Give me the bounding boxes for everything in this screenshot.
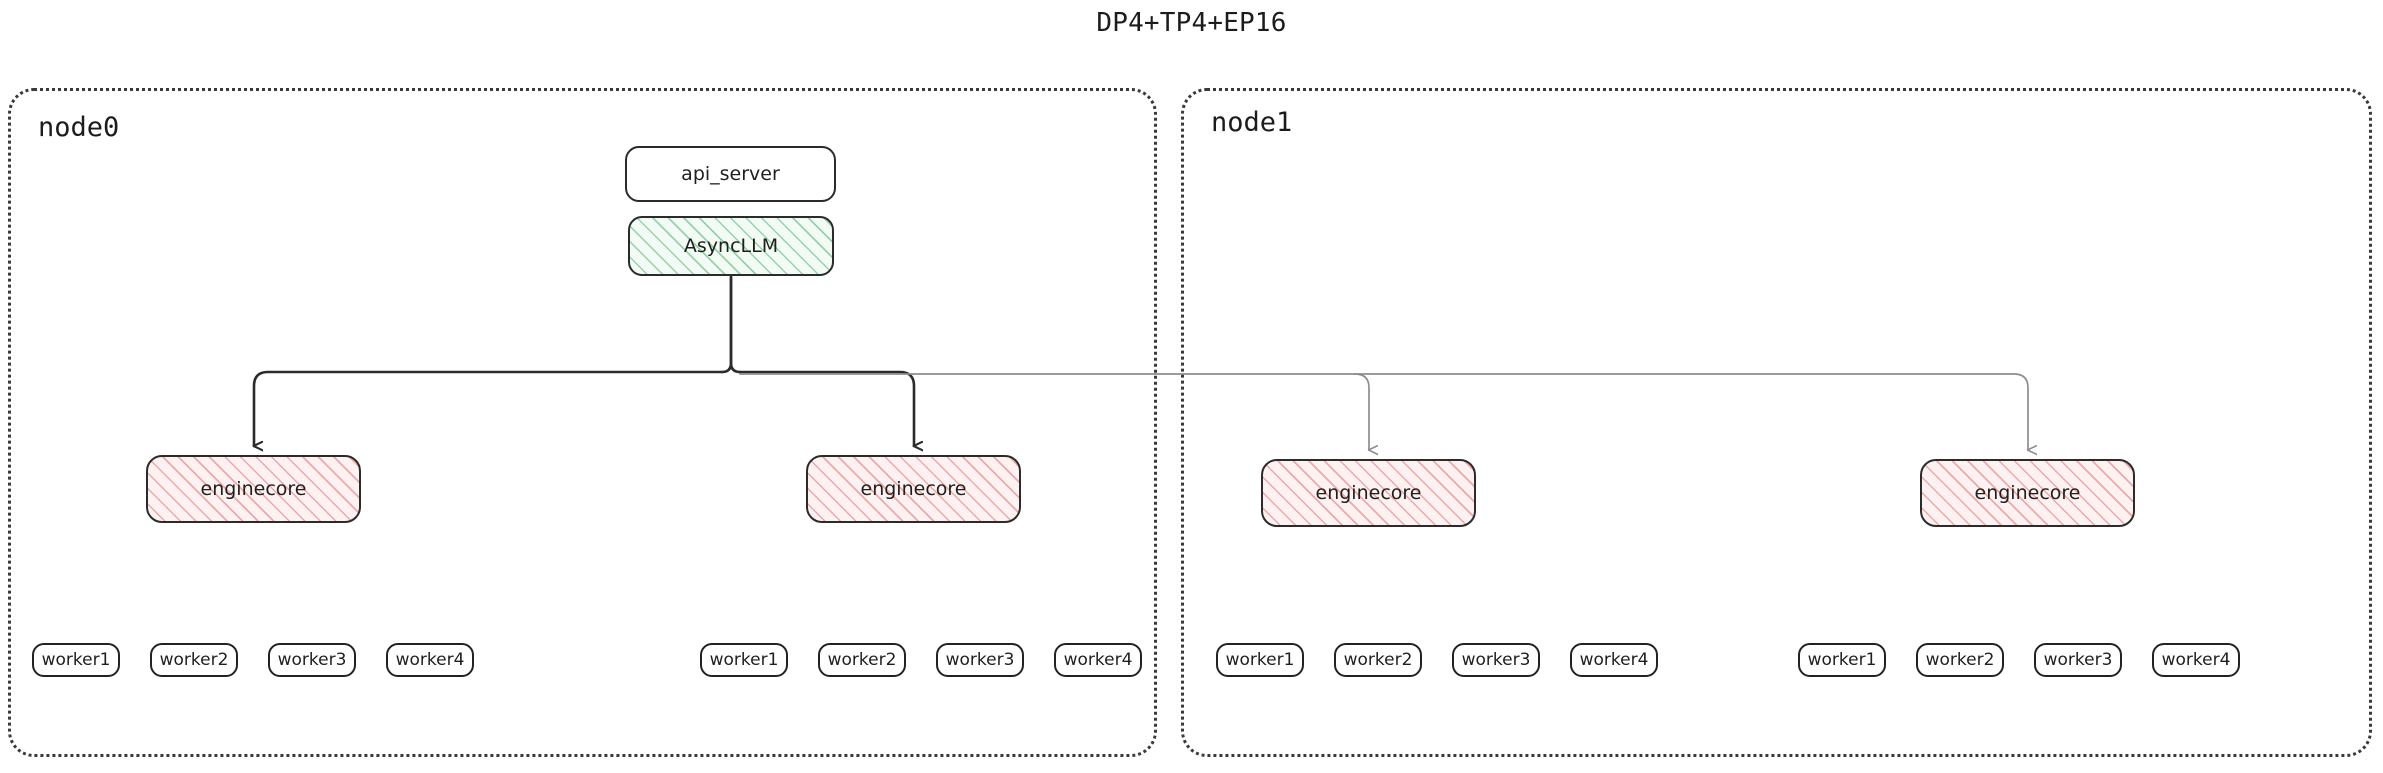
worker-label: worker3 — [2043, 650, 2113, 670]
worker-label: worker2 — [159, 650, 229, 670]
worker-box[interactable]: worker1 — [1798, 643, 1886, 677]
api-server-box[interactable]: api_server — [625, 146, 836, 202]
worker-label: worker1 — [1807, 650, 1877, 670]
enginecore-label: enginecore — [860, 478, 967, 500]
async-llm-box[interactable]: AsyncLLM — [628, 216, 834, 276]
worker-box[interactable]: worker3 — [1452, 643, 1540, 677]
async-llm-label: AsyncLLM — [683, 235, 779, 257]
worker-box[interactable]: worker1 — [700, 643, 788, 677]
worker-box[interactable]: worker4 — [2152, 643, 2240, 677]
node-label-node1: node1 — [1211, 107, 1293, 138]
worker-box[interactable]: worker3 — [2034, 643, 2122, 677]
page-title: DP4+TP4+EP16 — [1096, 8, 1287, 38]
worker-label: worker2 — [1343, 650, 1413, 670]
worker-box[interactable]: worker2 — [1334, 643, 1422, 677]
worker-label: worker4 — [395, 650, 465, 670]
worker-box[interactable]: worker4 — [1570, 643, 1658, 677]
worker-box[interactable]: worker2 — [1916, 643, 2004, 677]
enginecore-label: enginecore — [1315, 482, 1422, 504]
worker-box[interactable]: worker2 — [818, 643, 906, 677]
enginecore-box-2[interactable]: enginecore — [1261, 459, 1476, 527]
worker-box[interactable]: worker3 — [268, 643, 356, 677]
worker-box[interactable]: worker3 — [936, 643, 1024, 677]
worker-label: worker3 — [945, 650, 1015, 670]
worker-box[interactable]: worker4 — [1054, 643, 1142, 677]
worker-label: worker4 — [1579, 650, 1649, 670]
worker-label: worker1 — [41, 650, 111, 670]
worker-box[interactable]: worker1 — [32, 643, 120, 677]
worker-label: worker1 — [1225, 650, 1295, 670]
worker-box[interactable]: worker4 — [386, 643, 474, 677]
enginecore-box-0[interactable]: enginecore — [146, 455, 361, 523]
worker-box[interactable]: worker1 — [1216, 643, 1304, 677]
worker-label: worker4 — [1063, 650, 1133, 670]
worker-label: worker1 — [709, 650, 779, 670]
worker-label: worker3 — [1461, 650, 1531, 670]
worker-label: worker2 — [827, 650, 897, 670]
api-server-label: api_server — [681, 163, 780, 185]
node-label-node0: node0 — [38, 112, 120, 143]
worker-label: worker4 — [2161, 650, 2231, 670]
enginecore-box-3[interactable]: enginecore — [1920, 459, 2135, 527]
enginecore-label: enginecore — [1974, 482, 2081, 504]
worker-box[interactable]: worker2 — [150, 643, 238, 677]
worker-label: worker2 — [1925, 650, 1995, 670]
enginecore-label: enginecore — [200, 478, 307, 500]
worker-label: worker3 — [277, 650, 347, 670]
enginecore-box-1[interactable]: enginecore — [806, 455, 1021, 523]
